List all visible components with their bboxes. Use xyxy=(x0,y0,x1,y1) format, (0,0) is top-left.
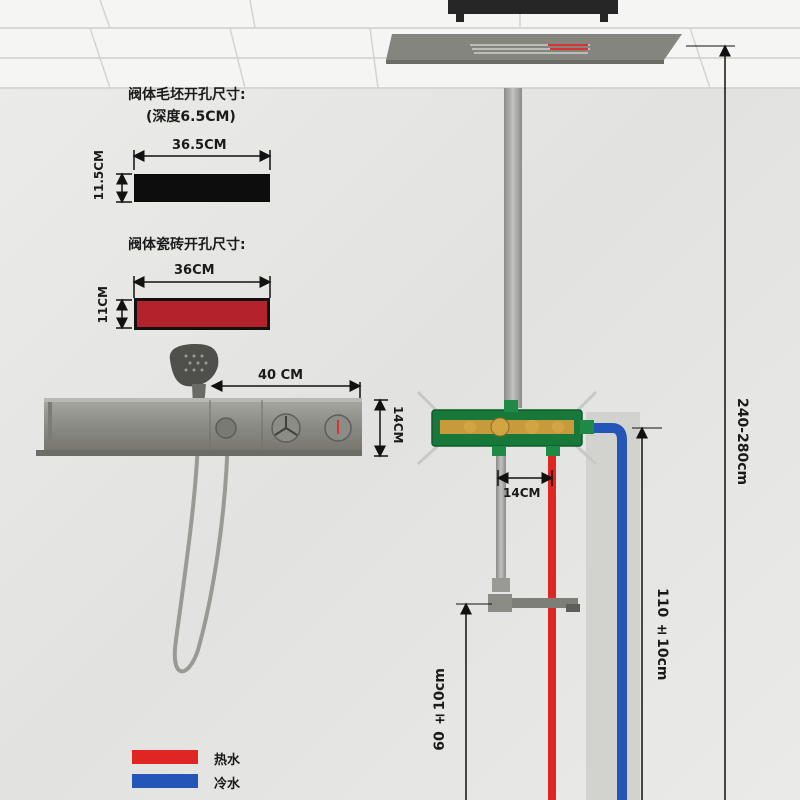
riser-pipe xyxy=(504,88,522,408)
rough-cutout-title: 阀体毛坯开孔尺寸: xyxy=(128,87,246,103)
cold-water-swatch xyxy=(132,774,198,788)
tile-cutout-width-label: 36CM xyxy=(174,263,215,278)
hot-water-swatch xyxy=(132,750,198,764)
valve-width-label: 14CM xyxy=(503,486,541,500)
wall-channel xyxy=(586,412,640,800)
hot-water-label: 热水 xyxy=(214,753,241,768)
cold-water-label: 冷水 xyxy=(214,777,241,792)
rough-cutout-width-label: 36.5CM xyxy=(172,138,227,153)
rough-cutout-block xyxy=(134,174,270,202)
cold-water-pipe xyxy=(570,423,627,800)
bath-spout xyxy=(488,594,580,612)
rough-cutout-height-label: 11.5CM xyxy=(92,150,106,201)
mixer-height-label: 110 ±10cm xyxy=(654,588,670,681)
total-height-label: 240-280cm xyxy=(734,398,750,486)
tile-cutout-block xyxy=(137,301,267,327)
rough-cutout-depth: (深度6.5CM) xyxy=(146,109,236,125)
spout-supply-pipe xyxy=(496,440,506,590)
spout-height-label: 60 ±10cm xyxy=(432,668,448,751)
thermostatic-panel xyxy=(36,398,362,456)
tile-cutout-title: 阀体瓷砖开孔尺寸: xyxy=(128,237,246,253)
concealed-valve-body xyxy=(416,390,598,466)
rain-shower-head xyxy=(386,34,682,64)
panel-width-label: 40 CM xyxy=(258,368,304,383)
panel-height-label: 14CM xyxy=(391,406,405,444)
tile-cutout-height-label: 11CM xyxy=(96,286,110,324)
